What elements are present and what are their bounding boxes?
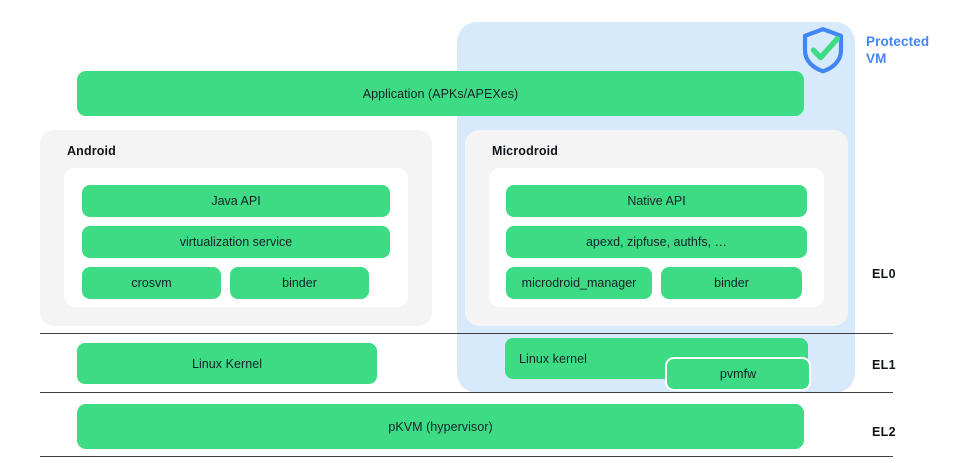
block-android-binder: binder [230, 267, 369, 299]
android-panel-inner: Java API virtualization service crosvm b… [64, 168, 408, 307]
block-native-api: Native API [506, 185, 807, 217]
android-row-3: crosvm binder [64, 267, 408, 299]
block-virtualization-service: virtualization service [82, 226, 390, 258]
protected-vm-label: Protected VM [866, 33, 952, 67]
block-java-api: Java API [82, 185, 390, 217]
microdroid-panel-inner: Native API apexd, zipfuse, authfs, … mic… [489, 168, 824, 307]
shield-check-icon [800, 26, 846, 74]
microdroid-panel-title: Microdroid [492, 144, 559, 158]
microdroid-panel: Microdroid Native API apexd, zipfuse, au… [465, 130, 848, 326]
microdroid-row-1: Native API [489, 185, 824, 217]
block-pvmfw: pvmfw [665, 357, 811, 391]
block-microdroid-manager: microdroid_manager [506, 267, 652, 299]
protected-vm-label-line1: Protected [866, 34, 930, 49]
android-row-2: virtualization service [64, 226, 408, 258]
divider-bottom [40, 456, 893, 457]
android-panel: Android Java API virtualization service … [40, 130, 432, 326]
block-android-linux-kernel: Linux Kernel [77, 343, 377, 384]
android-panel-title: Android [67, 144, 116, 158]
block-microdroid-binder: binder [661, 267, 802, 299]
block-crosvm: crosvm [82, 267, 221, 299]
exception-level-el0: EL0 [872, 267, 896, 281]
block-pkvm-hypervisor: pKVM (hypervisor) [77, 404, 804, 449]
application-block: Application (APKs/APEXes) [77, 71, 804, 116]
block-apexd-zipfuse-authfs: apexd, zipfuse, authfs, … [506, 226, 807, 258]
divider-el1-el2 [40, 392, 893, 393]
divider-el0-el1 [40, 333, 893, 334]
exception-level-el2: EL2 [872, 425, 896, 439]
protected-vm-label-line2: VM [866, 51, 887, 66]
microdroid-row-2: apexd, zipfuse, authfs, … [489, 226, 824, 258]
android-row-1: Java API [64, 185, 408, 217]
exception-level-el1: EL1 [872, 358, 896, 372]
microdroid-row-3: microdroid_manager binder [489, 267, 824, 299]
